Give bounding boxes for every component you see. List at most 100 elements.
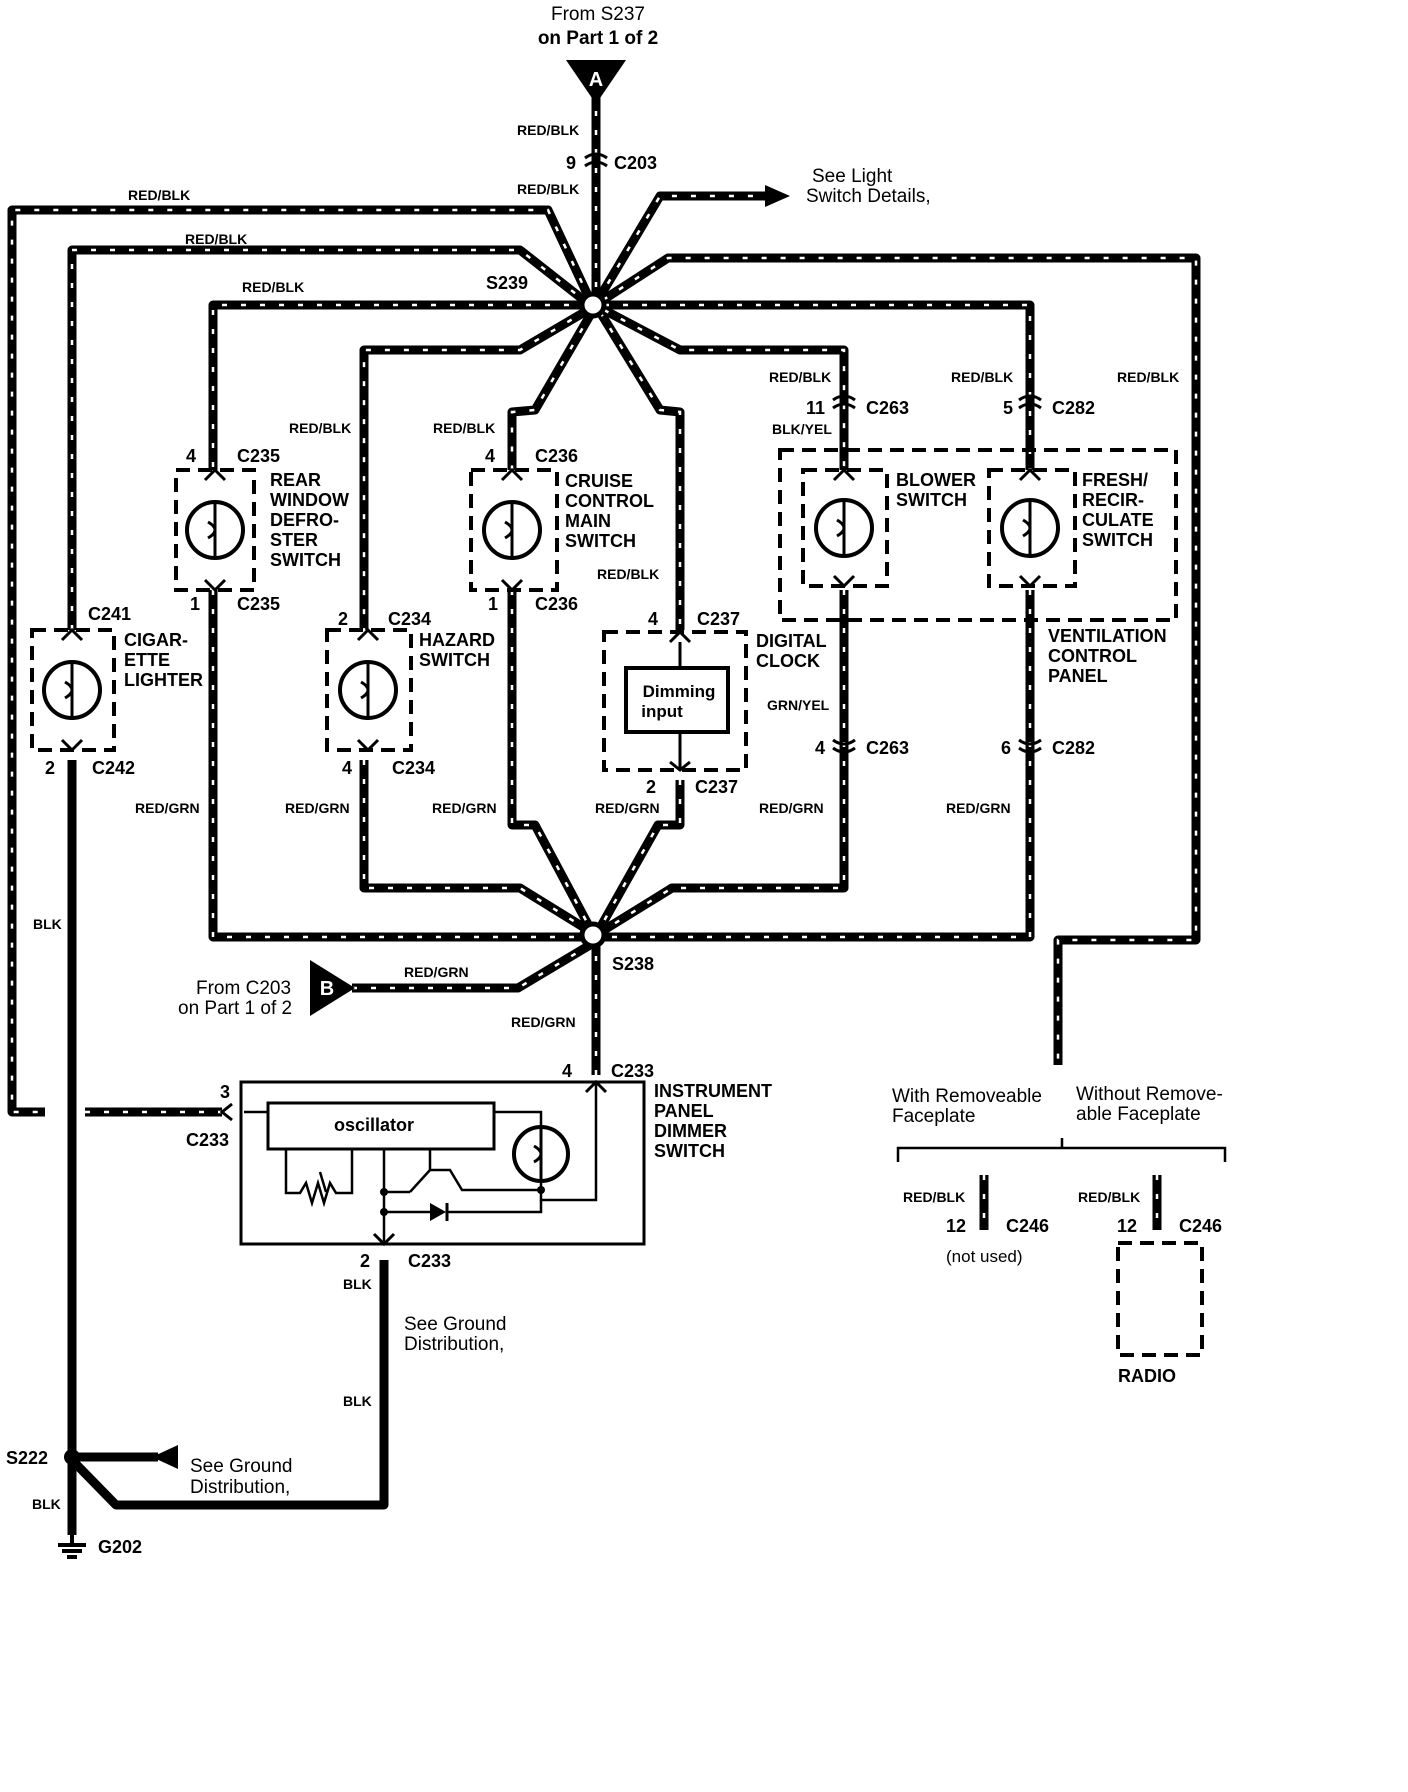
see-ground1-label: See Ground bbox=[404, 1314, 506, 1335]
wire-label: RED/BLK bbox=[242, 279, 304, 295]
wire-label: RED/BLK bbox=[128, 187, 190, 203]
blower-lamp-icon bbox=[814, 498, 874, 558]
see-ground2-label: See Ground bbox=[190, 1456, 292, 1477]
connector-label: C233 bbox=[611, 1061, 654, 1081]
distribution2-label: Distribution, bbox=[190, 1477, 290, 1498]
wire-label: RED/BLK bbox=[597, 566, 659, 582]
connector-label: C203 bbox=[614, 153, 657, 173]
pin-label: 2 bbox=[646, 777, 656, 797]
dimmer-node-a bbox=[380, 1188, 388, 1196]
switch-details-label: Switch Details, bbox=[806, 186, 931, 207]
connector-label: C236 bbox=[535, 446, 578, 466]
connector-label: C234 bbox=[392, 758, 435, 778]
hazard-lamp-icon bbox=[338, 660, 398, 720]
wire-label: BLK bbox=[32, 1496, 61, 1512]
arrow-b-icon bbox=[310, 960, 355, 1016]
dimmer-node-b bbox=[380, 1208, 388, 1216]
wire-label: BLK bbox=[33, 916, 62, 932]
wire-label: RED/BLK bbox=[769, 369, 831, 385]
connector-label: C233 bbox=[186, 1130, 229, 1150]
splice-s222-dot bbox=[64, 1449, 80, 1465]
connector-label: C237 bbox=[697, 609, 740, 629]
ground-g202-label: G202 bbox=[98, 1537, 142, 1557]
wiring-diagram: A B bbox=[6, 4, 1227, 1559]
connector-label: C235 bbox=[237, 446, 280, 466]
from-c203-label: From C203 bbox=[196, 978, 291, 999]
wire-label: RED/GRN bbox=[135, 800, 200, 816]
connector-label: C282 bbox=[1052, 398, 1095, 418]
dimmer-lamp-icon bbox=[512, 1125, 570, 1183]
from-s237-label: From S237 bbox=[551, 4, 645, 25]
wires bbox=[7, 92, 1201, 1535]
arrow-a-label: A bbox=[589, 69, 603, 91]
wire-label: RED/BLK bbox=[951, 369, 1013, 385]
wire-label: RED/GRN bbox=[946, 800, 1011, 816]
connector-label: C282 bbox=[1052, 738, 1095, 758]
wire-stripes bbox=[10, 92, 1198, 1230]
connector-label: C234 bbox=[388, 609, 431, 629]
wire-label: RED/BLK bbox=[289, 420, 351, 436]
wire-label: RED/BLK bbox=[433, 420, 495, 436]
ground-icon bbox=[58, 1535, 86, 1559]
pin-label: 6 bbox=[1001, 738, 1011, 758]
splice-s239-dot bbox=[579, 291, 607, 319]
connector-label: C242 bbox=[92, 758, 135, 778]
rear-defroster-switch-box bbox=[174, 468, 256, 592]
wire-label: BLK/YEL bbox=[772, 421, 832, 437]
dimming-label-2: input bbox=[641, 702, 683, 721]
distribution1-label: Distribution, bbox=[404, 1334, 504, 1355]
pin-label: 4 bbox=[342, 758, 352, 778]
wire-cruise-feed bbox=[507, 309, 596, 470]
connector-label: C241 bbox=[88, 604, 131, 624]
arrow-b-label: B bbox=[320, 978, 334, 1000]
wire-label: RED/BLK bbox=[1117, 369, 1179, 385]
diode-icon bbox=[430, 1203, 446, 1221]
pin-label: 11 bbox=[806, 398, 825, 418]
splice-labels: S239 S238 S222 G202 bbox=[6, 273, 654, 1557]
connector-label: C237 bbox=[695, 777, 738, 797]
dimming-input-box bbox=[624, 666, 730, 734]
connector-label: C246 bbox=[1006, 1216, 1049, 1236]
wire-label: RED/GRN bbox=[285, 800, 350, 816]
fresh-lamp-icon bbox=[1000, 498, 1060, 558]
pin-label: 12 bbox=[1117, 1216, 1137, 1236]
connector-label: C246 bbox=[1179, 1216, 1222, 1236]
with-faceplate-label-1: With Removeable bbox=[892, 1086, 1042, 1107]
dimmer-internals bbox=[244, 1082, 598, 1244]
cigarette-lamp-icon bbox=[42, 660, 102, 720]
wire-label: RED/BLK bbox=[517, 122, 579, 138]
wire-label: RED/BLK bbox=[1078, 1189, 1140, 1205]
with-faceplate-label-2: Faceplate bbox=[892, 1106, 975, 1127]
part1-top-label: on Part 1 of 2 bbox=[538, 28, 658, 49]
wire-label: RED/GRN bbox=[404, 964, 469, 980]
connector-marks bbox=[584, 152, 1042, 754]
wire-from-b bbox=[352, 941, 593, 993]
wire-cruise-ground bbox=[507, 590, 594, 931]
wire-label: RED/GRN bbox=[759, 800, 824, 816]
wire-cigarette-feed bbox=[7, 205, 595, 1117]
without-faceplate-label-2: able Faceplate bbox=[1076, 1104, 1201, 1125]
pin-label: 12 bbox=[946, 1216, 966, 1236]
wire-fresh-feed bbox=[604, 300, 1035, 470]
pin-label: 4 bbox=[648, 609, 658, 629]
rear-defroster-lamp-icon bbox=[185, 500, 245, 560]
pin-label: 5 bbox=[1003, 398, 1013, 418]
wire-label: RED/GRN bbox=[511, 1014, 576, 1030]
digital-clock-box bbox=[602, 630, 748, 772]
wire-blower-feed bbox=[601, 306, 849, 470]
pin-label: 4 bbox=[186, 446, 196, 466]
pin-arrows bbox=[60, 467, 1042, 1247]
radio-box bbox=[1116, 1241, 1204, 1357]
pin-label: 1 bbox=[190, 594, 200, 614]
splice-s222-label: S222 bbox=[6, 1448, 48, 1468]
without-faceplate-label-1: Without Remove- bbox=[1076, 1084, 1223, 1105]
wire-hazard-ground bbox=[359, 760, 591, 934]
lamp-icons bbox=[42, 498, 1060, 1183]
wire-label: RED/BLK bbox=[903, 1189, 965, 1205]
